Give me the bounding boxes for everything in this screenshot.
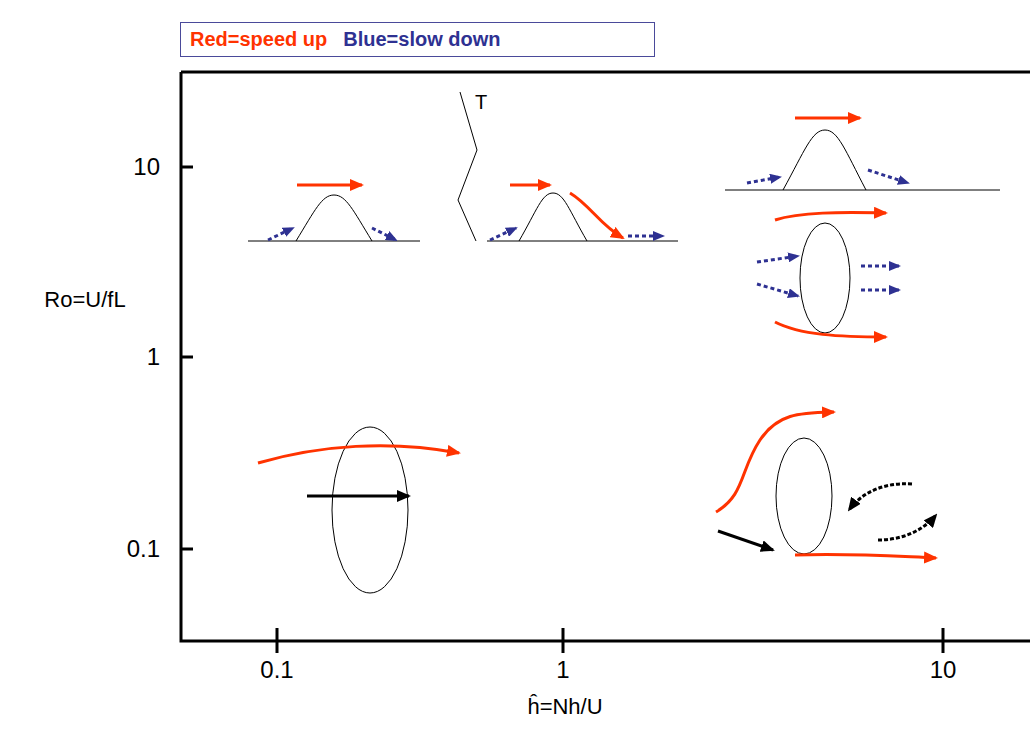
axes bbox=[181, 72, 1030, 653]
x-axis-title: ĥ=Nh/U bbox=[527, 695, 602, 719]
legend-entry: Blue=slow down bbox=[343, 28, 500, 50]
y-tick-label: 0.1 bbox=[127, 536, 160, 562]
legend-box: Red=speed up Blue=slow down bbox=[180, 22, 655, 57]
hill-downslope bbox=[487, 185, 678, 241]
hill-large-h bbox=[725, 118, 1000, 190]
plan-flow-around bbox=[757, 213, 899, 337]
y-tick-label: 1 bbox=[147, 344, 160, 370]
regime-transition-label: T bbox=[475, 91, 487, 113]
plan-flow-over bbox=[258, 427, 459, 593]
transition-line bbox=[458, 92, 477, 241]
x-tick-label: 10 bbox=[930, 657, 957, 683]
hill-small-h bbox=[248, 185, 420, 241]
x-tick-label: 0.1 bbox=[260, 657, 293, 683]
plan-blocked-flow bbox=[716, 412, 936, 558]
y-tick-label: 10 bbox=[133, 154, 160, 180]
legend-text: Blue=slow down bbox=[343, 28, 500, 50]
legend-text: Red=speed up bbox=[190, 28, 327, 50]
x-tick-label: 1 bbox=[556, 657, 569, 683]
y-axis-title: Ro=U/fL bbox=[44, 288, 125, 312]
legend-entry: Red=speed up bbox=[190, 28, 327, 50]
